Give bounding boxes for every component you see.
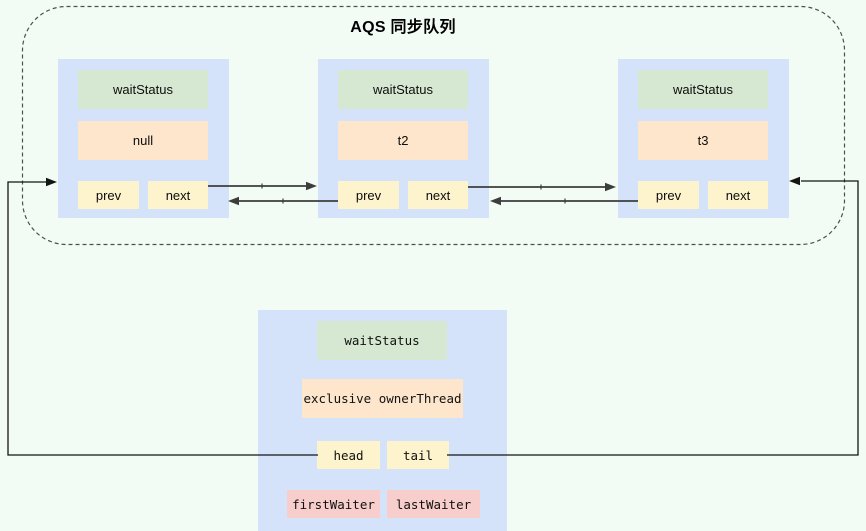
prev-pointer-cell: prev	[78, 181, 139, 209]
wait-status-cell: waitStatus	[638, 70, 768, 109]
queue-node-2: waitStatus t2 prev next	[318, 59, 489, 218]
diagram-title: AQS 同步队列	[350, 19, 456, 36]
aqs-object-box: waitStatus exclusive ownerThread head ta…	[258, 310, 507, 531]
queue-node-3: waitStatus t3 prev next	[618, 59, 789, 218]
tail-pointer-cell: tail	[387, 441, 449, 469]
next-pointer-cell: next	[708, 181, 768, 209]
queue-node-1: waitStatus null prev next	[58, 59, 229, 218]
thread-cell: null	[78, 121, 208, 160]
wait-status-cell: waitStatus	[317, 321, 447, 360]
prev-pointer-cell: prev	[638, 181, 699, 209]
owner-thread-cell: exclusive ownerThread	[302, 379, 463, 418]
last-waiter-cell: lastWaiter	[387, 490, 480, 518]
wait-status-cell: waitStatus	[78, 70, 208, 109]
head-pointer-cell: head	[317, 441, 380, 469]
wait-status-cell: waitStatus	[338, 70, 468, 109]
first-waiter-cell: firstWaiter	[287, 490, 380, 518]
node3-prev-arrowhead	[490, 196, 501, 206]
tail-connector-line	[447, 180, 859, 456]
tail-connector-arrowhead	[789, 176, 800, 186]
thread-cell: t3	[638, 121, 768, 160]
head-connector-arrowhead	[46, 177, 57, 187]
next-pointer-cell: next	[408, 181, 468, 209]
node2-prev-arrowhead	[228, 196, 239, 206]
next-pointer-cell: next	[148, 181, 208, 209]
prev-pointer-cell: prev	[338, 181, 399, 209]
node1-next-arrowhead	[306, 181, 317, 191]
node2-next-arrowhead	[605, 182, 616, 192]
thread-cell: t2	[338, 121, 468, 160]
